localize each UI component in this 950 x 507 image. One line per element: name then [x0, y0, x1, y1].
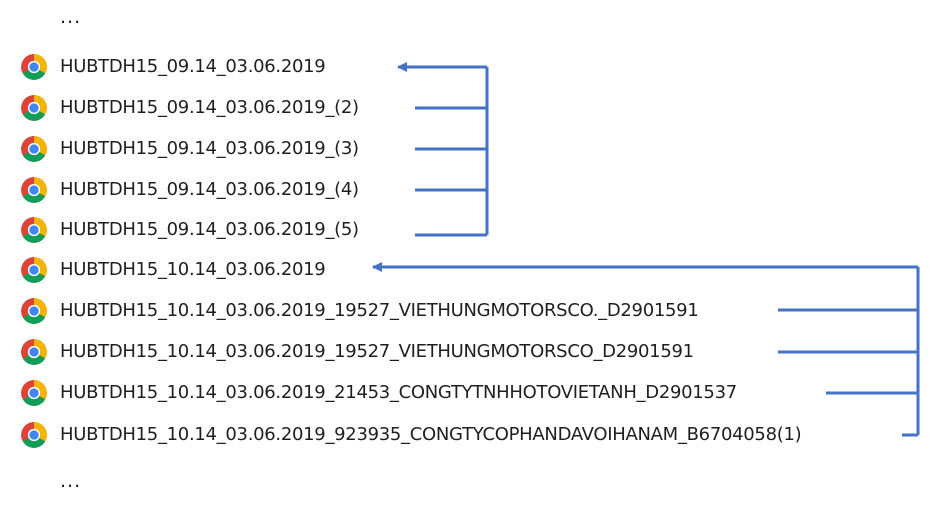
- chrome-icon: [20, 338, 48, 366]
- file-name: HUBTDH15_10.14_03.06.2019_19527_VIETHUNG…: [60, 300, 699, 321]
- file-name: HUBTDH15_09.14_03.06.2019_(4): [60, 179, 359, 200]
- chrome-icon: [20, 256, 48, 284]
- file-row[interactable]: HUBTDH15_09.14_03.06.2019_(5): [20, 210, 359, 250]
- file-row[interactable]: HUBTDH15_09.14_03.06.2019: [20, 47, 326, 87]
- file-row[interactable]: HUBTDH15_10.14_03.06.2019_19527_VIETHUNG…: [20, 332, 694, 372]
- chrome-icon: [20, 135, 48, 163]
- chrome-icon: [20, 216, 48, 244]
- file-row[interactable]: HUBTDH15_10.14_03.06.2019_19527_VIETHUNG…: [20, 291, 699, 331]
- file-row[interactable]: HUBTDH15_10.14_03.06.2019_923935_CONGTYC…: [20, 415, 802, 455]
- file-name: HUBTDH15_10.14_03.06.2019: [60, 259, 326, 280]
- file-name: HUBTDH15_10.14_03.06.2019_21453_CONGTYTN…: [60, 382, 737, 403]
- chrome-icon: [20, 297, 48, 325]
- file-row[interactable]: HUBTDH15_10.14_03.06.2019: [20, 250, 326, 290]
- ellipsis-bottom: ...: [60, 470, 82, 492]
- file-row[interactable]: HUBTDH15_09.14_03.06.2019_(4): [20, 170, 359, 210]
- file-name: HUBTDH15_09.14_03.06.2019_(3): [60, 138, 359, 159]
- file-row[interactable]: HUBTDH15_09.14_03.06.2019_(3): [20, 129, 359, 169]
- chrome-icon: [20, 379, 48, 407]
- ellipsis-top: ...: [60, 6, 82, 28]
- group-1-bracket: [397, 62, 489, 237]
- file-name: HUBTDH15_09.14_03.06.2019_(5): [60, 219, 359, 240]
- file-name: HUBTDH15_09.14_03.06.2019: [60, 56, 326, 77]
- file-name: HUBTDH15_10.14_03.06.2019_923935_CONGTYC…: [60, 424, 802, 445]
- file-row[interactable]: HUBTDH15_09.14_03.06.2019_(2): [20, 88, 359, 128]
- chrome-icon: [20, 53, 48, 81]
- chrome-icon: [20, 176, 48, 204]
- chrome-icon: [20, 421, 48, 449]
- file-row[interactable]: HUBTDH15_10.14_03.06.2019_21453_CONGTYTN…: [20, 373, 737, 413]
- file-name: HUBTDH15_09.14_03.06.2019_(2): [60, 97, 359, 118]
- file-name: HUBTDH15_10.14_03.06.2019_19527_VIETHUNG…: [60, 341, 694, 362]
- chrome-icon: [20, 94, 48, 122]
